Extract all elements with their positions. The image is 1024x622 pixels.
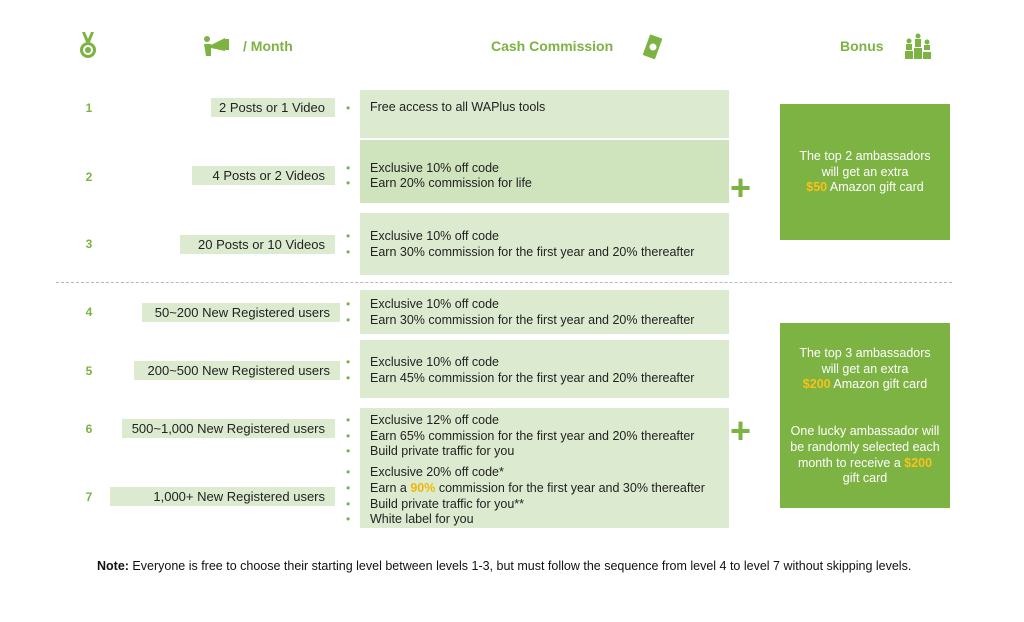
month-header: / Month bbox=[243, 38, 293, 54]
bonus-line: One lucky ambassador will bbox=[790, 424, 940, 439]
level-requirement-7: 1,000+ New Registered users bbox=[110, 487, 335, 506]
note-text: Everyone is free to choose their startin… bbox=[128, 559, 912, 573]
benefit-text: Earn 30% commission for the first year a… bbox=[370, 313, 695, 327]
level-number-4: 4 bbox=[85, 305, 93, 319]
benefit-panel-5 bbox=[360, 340, 729, 398]
benefit-text: Earn a 90% commission for the first year… bbox=[370, 481, 705, 495]
plus-icon: + bbox=[730, 410, 752, 451]
benefit-panel-2 bbox=[360, 140, 729, 203]
section-divider bbox=[56, 282, 952, 283]
level-number-7: 7 bbox=[85, 490, 93, 504]
footnote: Note: Everyone is free to choose their s… bbox=[97, 559, 911, 573]
bullet: • bbox=[346, 176, 351, 190]
benefit-panel-1 bbox=[360, 90, 729, 138]
bonus-line: The top 2 ambassadors bbox=[799, 149, 931, 163]
level-requirement-4: 50~200 New Registered users bbox=[142, 303, 340, 322]
bonus-header: Bonus bbox=[840, 38, 884, 54]
benefit-text: Earn 20% commission for life bbox=[370, 176, 532, 190]
level-requirement-5: 200~500 New Registered users bbox=[134, 361, 340, 380]
bonus-line: be randomly selected each bbox=[790, 439, 940, 454]
bullet: • bbox=[346, 355, 351, 369]
level-number-5: 5 bbox=[85, 364, 93, 378]
benefit-panel-7 bbox=[360, 464, 729, 528]
bonus-box-1: The top 2 ambassadors will get an extra … bbox=[780, 104, 950, 240]
benefit-text: Earn 30% commission for the first year a… bbox=[370, 245, 695, 259]
bullet: • bbox=[346, 297, 351, 311]
bullet: • bbox=[346, 413, 351, 427]
bullet: • bbox=[346, 444, 351, 458]
bonus-amount: $200 bbox=[802, 377, 831, 392]
benefit-panel-3 bbox=[360, 213, 729, 275]
bonus-line: gift card bbox=[842, 471, 888, 486]
megaphone-icon bbox=[204, 36, 229, 56]
bullet: • bbox=[346, 245, 351, 259]
note-label: Note: bbox=[97, 559, 129, 573]
bonus-amount: $200 bbox=[904, 455, 933, 470]
benefit-text: Exclusive 20% off code* bbox=[370, 465, 504, 479]
benefit-text: Exclusive 10% off code bbox=[370, 297, 500, 311]
level-number-2: 2 bbox=[85, 170, 93, 184]
level-requirement-3: 20 Posts or 10 Videos bbox=[180, 235, 335, 254]
bonus-line: The top 3 ambassadors bbox=[799, 346, 931, 360]
level-number-3: 3 bbox=[85, 237, 93, 251]
bullet: • bbox=[346, 161, 351, 175]
bullet: • bbox=[346, 371, 351, 385]
benefit-text: Exclusive 10% off code bbox=[370, 161, 500, 175]
plus-icon: + bbox=[730, 167, 752, 208]
bullet: • bbox=[346, 313, 351, 327]
benefit-text: White label for you bbox=[370, 512, 474, 526]
bonus-line: $200 Amazon gift card bbox=[802, 377, 928, 392]
benefit-text: Earn 45% commission for the first year a… bbox=[370, 371, 695, 385]
level-number-6: 6 bbox=[85, 422, 93, 436]
money-icon bbox=[643, 34, 663, 60]
benefit-text: Earn 65% commission for the first year a… bbox=[370, 429, 695, 443]
bonus-line: will get an extra bbox=[821, 361, 909, 376]
bonus-box-2: The top 3 ambassadors will get an extra … bbox=[780, 323, 950, 508]
bonus-amount: $50 bbox=[806, 180, 828, 195]
benefit-text: Build private traffic for you** bbox=[370, 497, 525, 511]
level-requirement-6: 500~1,000 New Registered users bbox=[122, 419, 335, 438]
benefit-text: Free access to all WAPlus tools bbox=[370, 100, 546, 114]
benefit-panel-6 bbox=[360, 408, 729, 464]
cash-commission-header: Cash Commission bbox=[491, 38, 614, 54]
level-requirement-1: 2 Posts or 1 Video bbox=[211, 98, 335, 117]
benefit-text: Exclusive 12% off code bbox=[370, 413, 500, 427]
level-number-1: 1 bbox=[85, 101, 93, 115]
medal-icon bbox=[80, 32, 96, 58]
level-requirement-2: 4 Posts or 2 Videos bbox=[192, 166, 335, 185]
bullet: • bbox=[346, 101, 351, 115]
bullet: • bbox=[346, 497, 351, 511]
podium-icon bbox=[905, 33, 931, 59]
benefit-text: Exclusive 10% off code bbox=[370, 355, 500, 369]
bullet: • bbox=[346, 512, 351, 526]
bullet: • bbox=[346, 229, 351, 243]
benefit-text: Exclusive 10% off code bbox=[370, 229, 500, 243]
bullet: • bbox=[346, 429, 351, 443]
benefit-text: Build private traffic for you bbox=[370, 444, 515, 458]
bullet: • bbox=[346, 481, 351, 495]
bullet: • bbox=[346, 465, 351, 479]
benefit-panel-4 bbox=[360, 290, 729, 334]
bonus-line: $50 Amazon gift card bbox=[806, 180, 924, 195]
bonus-line: will get an extra bbox=[821, 164, 909, 179]
highlight-percent: 90% bbox=[410, 481, 436, 495]
bonus-line: month to receive a $200 bbox=[797, 455, 933, 470]
